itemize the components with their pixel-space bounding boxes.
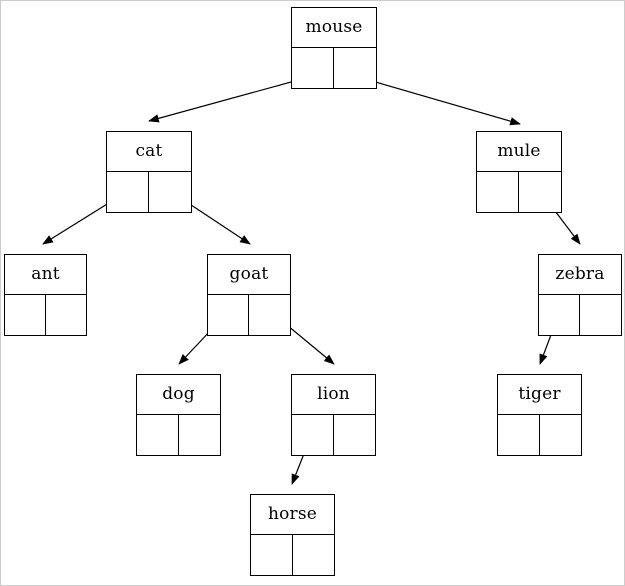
tree-node-ant[interactable]: ant (4, 254, 87, 336)
left-pointer-cell-zebra[interactable] (539, 295, 580, 335)
node-pointers-tiger (498, 415, 581, 455)
node-pointers-goat (208, 295, 290, 335)
node-label-tiger: tiger (498, 375, 581, 415)
node-label-zebra: zebra (539, 255, 621, 295)
left-pointer-cell-ant[interactable] (5, 295, 46, 335)
right-pointer-cell-mouse[interactable] (334, 48, 376, 88)
node-label-ant: ant (5, 255, 86, 295)
node-pointers-cat (107, 172, 191, 212)
right-pointer-cell-tiger[interactable] (540, 415, 582, 455)
right-pointer-cell-dog[interactable] (179, 415, 221, 455)
node-label-cat: cat (107, 132, 191, 172)
node-pointers-mule (477, 172, 561, 212)
tree-node-cat[interactable]: cat (106, 131, 192, 213)
tree-node-lion[interactable]: lion (291, 374, 376, 456)
right-pointer-cell-lion[interactable] (334, 415, 376, 455)
node-pointers-dog (137, 415, 220, 455)
left-pointer-cell-mouse[interactable] (292, 48, 334, 88)
left-pointer-cell-mule[interactable] (477, 172, 519, 212)
node-pointers-lion (292, 415, 375, 455)
right-pointer-cell-ant[interactable] (46, 295, 87, 335)
node-pointers-horse (251, 535, 334, 575)
node-pointers-zebra (539, 295, 621, 335)
tree-node-mouse[interactable]: mouse (291, 7, 377, 89)
node-label-dog: dog (137, 375, 220, 415)
left-pointer-cell-horse[interactable] (251, 535, 293, 575)
right-pointer-cell-mule[interactable] (519, 172, 561, 212)
node-label-mule: mule (477, 132, 561, 172)
left-pointer-cell-cat[interactable] (107, 172, 149, 212)
tree-node-dog[interactable]: dog (136, 374, 221, 456)
edge-mouse-right-mule (354, 75, 521, 126)
right-pointer-cell-horse[interactable] (293, 535, 335, 575)
left-pointer-cell-dog[interactable] (137, 415, 179, 455)
node-pointers-ant (5, 295, 86, 335)
tree-node-mule[interactable]: mule (476, 131, 562, 213)
edge-mouse-left-cat (148, 75, 314, 123)
left-pointer-cell-tiger[interactable] (498, 415, 540, 455)
tree-node-goat[interactable]: goat (207, 254, 291, 336)
node-label-lion: lion (292, 375, 375, 415)
node-label-goat: goat (208, 255, 290, 295)
right-pointer-cell-goat[interactable] (249, 295, 290, 335)
tree-node-tiger[interactable]: tiger (497, 374, 582, 456)
right-pointer-cell-zebra[interactable] (580, 295, 621, 335)
tree-node-horse[interactable]: horse (250, 494, 335, 576)
right-pointer-cell-cat[interactable] (149, 172, 191, 212)
left-pointer-cell-lion[interactable] (292, 415, 334, 455)
node-label-horse: horse (251, 495, 334, 535)
left-pointer-cell-goat[interactable] (208, 295, 249, 335)
node-label-mouse: mouse (292, 8, 376, 48)
tree-node-zebra[interactable]: zebra (538, 254, 622, 336)
node-pointers-mouse (292, 48, 376, 88)
